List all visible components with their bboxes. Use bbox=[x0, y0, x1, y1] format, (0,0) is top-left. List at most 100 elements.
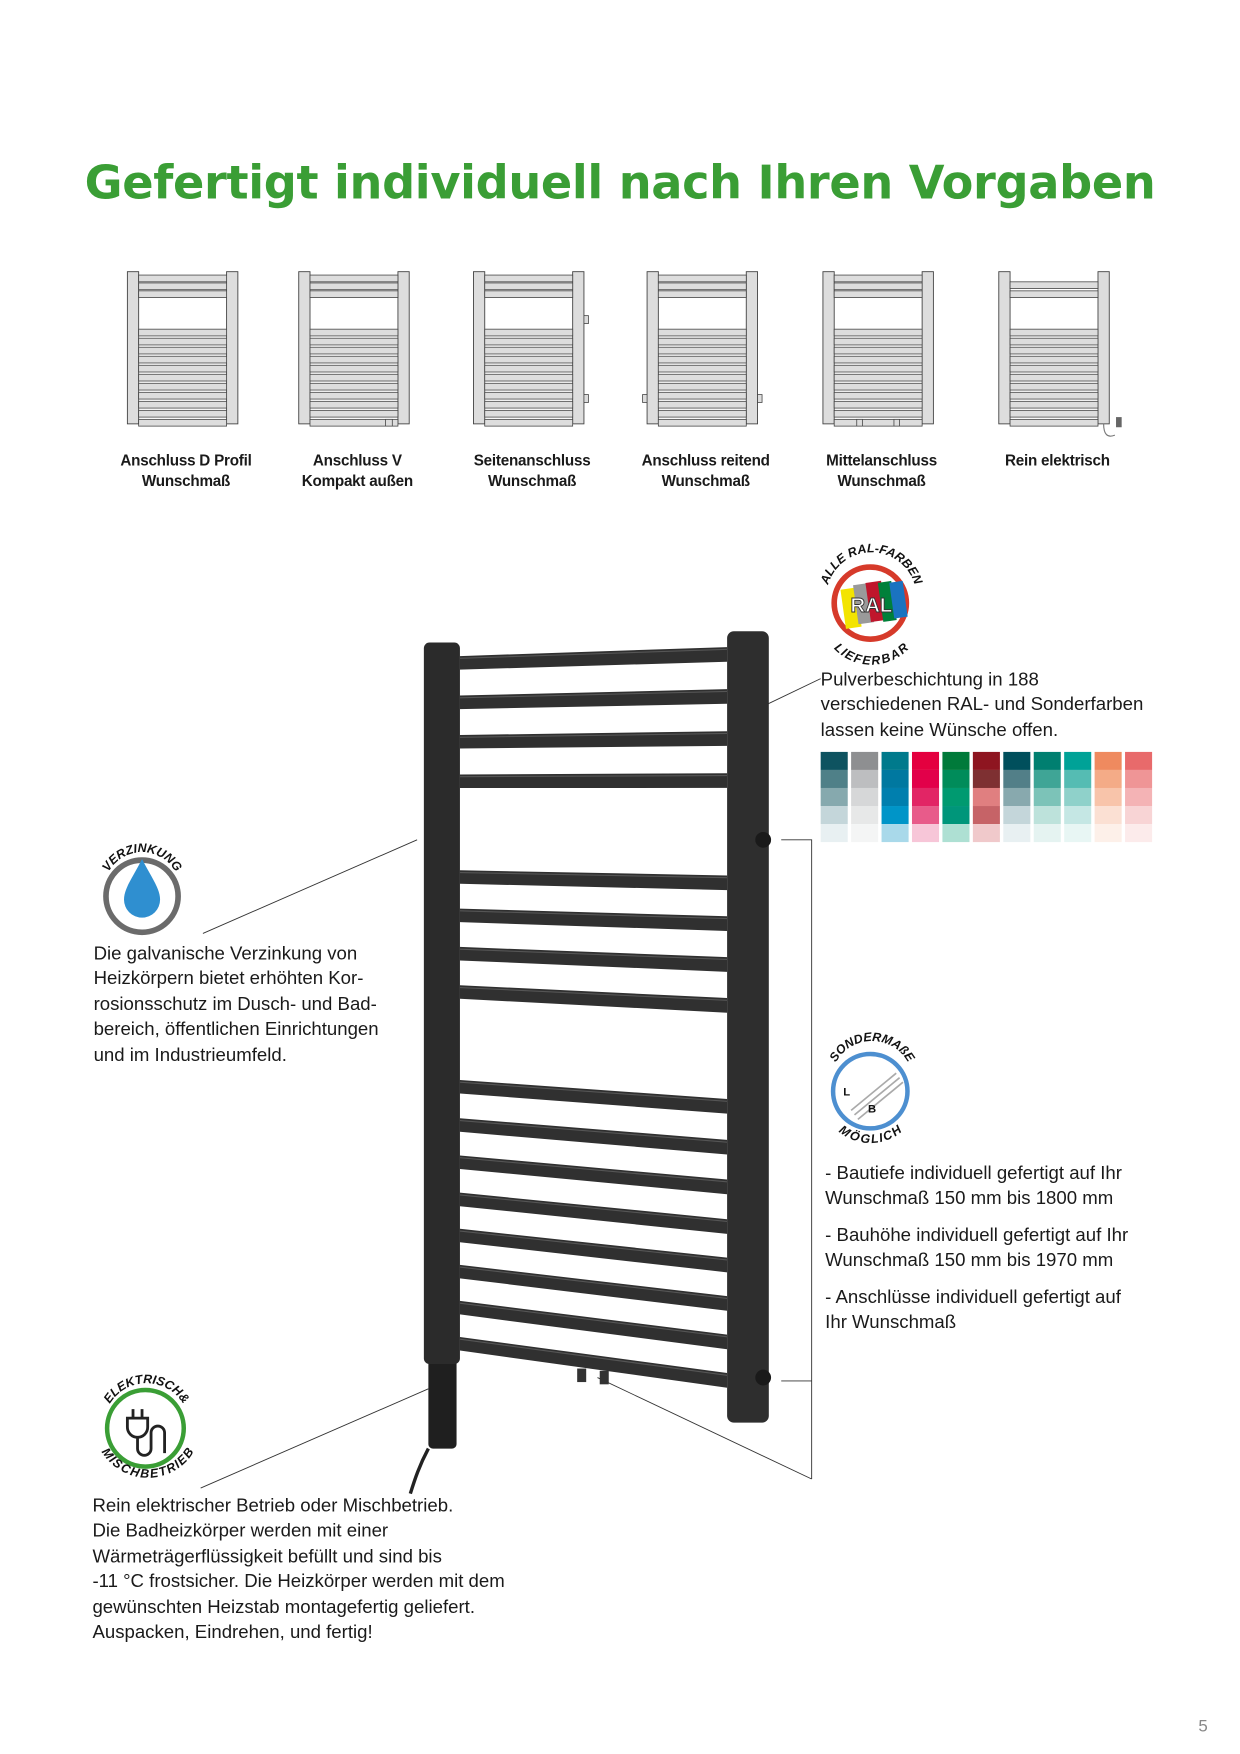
radiator-diagram-icon bbox=[822, 271, 934, 427]
color-swatch bbox=[1033, 787, 1061, 807]
color-swatch bbox=[881, 806, 909, 825]
radiator-bar bbox=[459, 647, 728, 670]
color-swatch bbox=[851, 824, 879, 843]
svg-text:LIEFERBAR: LIEFERBAR bbox=[832, 640, 911, 668]
swatch-column bbox=[820, 751, 848, 843]
color-swatch bbox=[911, 824, 940, 843]
radiator-bar bbox=[459, 1079, 728, 1114]
color-swatch bbox=[820, 806, 848, 825]
radiator-bar bbox=[459, 946, 728, 972]
color-swatch bbox=[942, 751, 970, 770]
variant-label: Mittelanschluss bbox=[826, 452, 937, 469]
variant-label: Anschluss D Profil bbox=[120, 452, 252, 469]
elektrisch-description: Rein elektrischer Betrieb oder Mischbetr… bbox=[92, 1494, 504, 1646]
radiator-diagram-icon bbox=[998, 271, 1122, 437]
swatch-column bbox=[972, 751, 1000, 843]
swatch-column bbox=[1033, 751, 1061, 843]
variant-sublabel: Wunschmaß bbox=[487, 472, 577, 490]
color-swatch bbox=[851, 806, 879, 825]
text-line: -11 °C frostsicher. Die Heizkörper werde… bbox=[92, 1571, 505, 1592]
fitting-top bbox=[755, 831, 772, 848]
color-swatch bbox=[972, 751, 1000, 770]
color-swatch bbox=[1125, 806, 1153, 825]
variant-5: Rein elektrisch bbox=[973, 271, 1142, 472]
text-line: Auspacken, Eindrehen, und fertig! bbox=[92, 1622, 373, 1643]
swatch-column bbox=[881, 751, 909, 843]
page-number: 5 bbox=[1198, 1716, 1208, 1737]
sondermasse-badge: L B SONDERMAßE MÖGLICH bbox=[827, 1030, 918, 1146]
color-swatch bbox=[911, 806, 940, 825]
color-swatch bbox=[1064, 806, 1092, 825]
leader-line-elektrisch bbox=[200, 1388, 429, 1489]
color-swatch bbox=[881, 787, 909, 807]
text-line: bereich, öffentlichen Einrichtungen bbox=[93, 1019, 379, 1040]
color-swatch bbox=[881, 769, 909, 788]
color-swatch bbox=[1094, 824, 1122, 843]
fitting-bottom bbox=[755, 1369, 772, 1386]
text-line: Rein elektrischer Betrieb oder Mischbetr… bbox=[92, 1495, 454, 1517]
color-swatch bbox=[972, 787, 1000, 807]
valve-left bbox=[577, 1368, 587, 1383]
svg-text:RAL: RAL bbox=[851, 595, 893, 617]
variant-label: Anschluss V bbox=[312, 452, 402, 469]
radiator-bar bbox=[459, 1192, 728, 1234]
swatch-column bbox=[1094, 751, 1122, 843]
heating-element bbox=[428, 1358, 457, 1449]
radiator-bar bbox=[459, 731, 728, 749]
page-title: Gefertigt individuell nach Ihren Vorgabe… bbox=[84, 155, 1156, 210]
leader-line-ral bbox=[766, 678, 821, 705]
color-swatch bbox=[1003, 769, 1031, 788]
color-swatch bbox=[1094, 787, 1122, 807]
color-swatch bbox=[942, 824, 970, 843]
radiator-diagram-icon bbox=[642, 271, 763, 427]
color-swatch bbox=[1094, 751, 1122, 770]
color-swatch bbox=[851, 787, 879, 807]
svg-text:B: B bbox=[868, 1104, 876, 1116]
variant-label: Rein elektrisch bbox=[1004, 452, 1110, 469]
color-swatch bbox=[1094, 769, 1122, 788]
color-swatch bbox=[1003, 751, 1031, 770]
text-line: Pulverbeschichtung in 188 bbox=[820, 669, 1039, 690]
color-swatch bbox=[1033, 824, 1061, 843]
text-line: lassen keine Wünsche offen. bbox=[820, 720, 1059, 741]
color-swatch bbox=[1125, 824, 1153, 843]
text-line: verschiedenen RAL- und Sonderfarben bbox=[820, 694, 1144, 716]
color-swatch bbox=[972, 824, 1000, 843]
radiator-bar bbox=[459, 1228, 728, 1273]
radiator-diagram-icon bbox=[126, 271, 239, 427]
valve-right bbox=[599, 1370, 609, 1385]
water-drop-icon bbox=[124, 859, 161, 918]
color-swatch bbox=[1064, 824, 1092, 843]
color-swatch bbox=[1003, 787, 1031, 807]
variant-sublabel: Wunschmaß bbox=[141, 472, 231, 490]
bracket-line bbox=[781, 839, 813, 1480]
color-swatch bbox=[820, 787, 848, 807]
color-swatch bbox=[881, 751, 909, 770]
color-swatch bbox=[911, 769, 940, 788]
text-line: Heizkörpern bietet erhöhten Kor- bbox=[93, 968, 364, 990]
radiator-diagram-icon bbox=[473, 271, 589, 427]
swatch-column bbox=[851, 751, 879, 843]
color-swatch bbox=[1033, 806, 1061, 825]
color-swatch bbox=[1003, 824, 1031, 843]
text-line: Die galvanische Verzinkung von bbox=[93, 943, 358, 964]
color-swatch bbox=[1125, 787, 1153, 807]
right-rail bbox=[727, 631, 769, 1423]
ral-description: Pulverbeschichtung in 188 verschiedenen … bbox=[821, 667, 1144, 743]
radiator-image bbox=[408, 631, 772, 1495]
leader-line-valve bbox=[597, 1377, 812, 1480]
color-swatch bbox=[911, 751, 940, 770]
color-swatch bbox=[1003, 806, 1031, 825]
color-swatch bbox=[1064, 769, 1092, 788]
bullet-item: - Bautiefe individuell gefertigt auf Ihr… bbox=[825, 1163, 1122, 1209]
leader-line-verzinkung bbox=[202, 839, 418, 934]
left-rail bbox=[423, 642, 460, 1365]
leader-lines bbox=[200, 678, 821, 1489]
verzinkung-badge: VERZINKUNG bbox=[99, 841, 185, 936]
color-swatch bbox=[942, 787, 970, 807]
